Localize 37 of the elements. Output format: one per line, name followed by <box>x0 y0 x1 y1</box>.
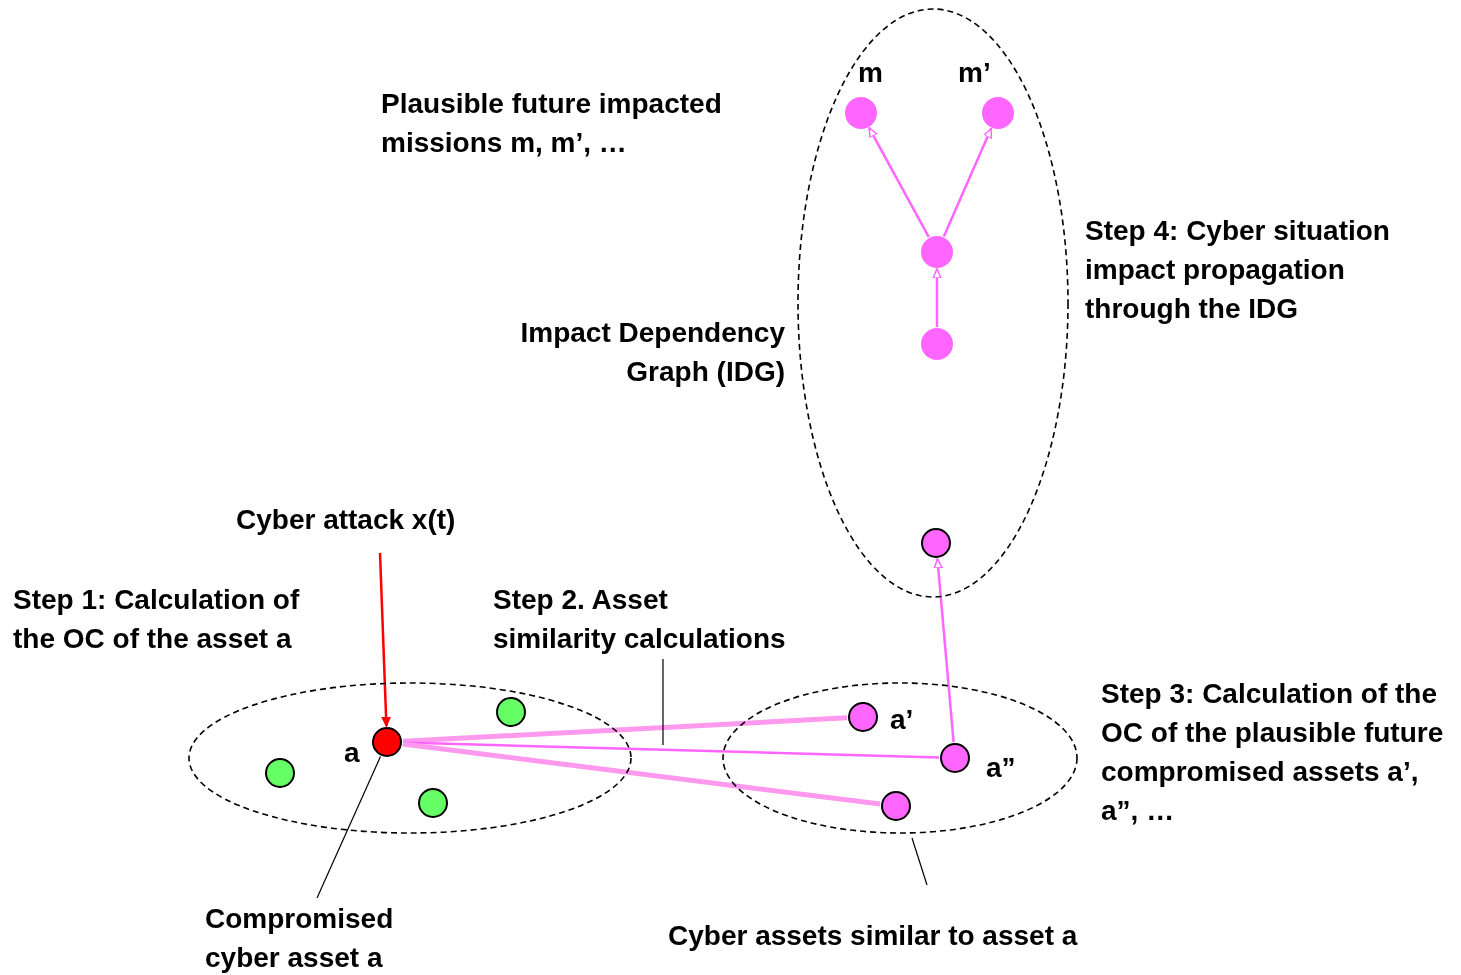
node-circle <box>921 328 953 360</box>
node-label: m <box>858 56 883 90</box>
node-circle <box>372 727 402 757</box>
arrow <box>868 127 930 238</box>
arrow <box>378 552 391 727</box>
step-note: Step 1: Calculation of the OC of the asset a <box>13 583 301 656</box>
connector-line <box>402 715 848 744</box>
node-circle <box>496 697 526 727</box>
node-circle <box>921 528 951 558</box>
connector-line <box>402 741 940 759</box>
node-circle <box>982 97 1014 129</box>
leader-line <box>316 756 382 899</box>
node-circle <box>921 236 953 268</box>
node-circle <box>265 758 295 788</box>
node-label: m’ <box>958 56 991 90</box>
annotation-text: Compromised cyber asset a <box>205 899 435 975</box>
node-label: a’ <box>890 703 914 737</box>
connector-line <box>402 741 881 807</box>
leader-line <box>911 837 928 886</box>
arrow <box>933 558 955 743</box>
arrow <box>942 127 993 237</box>
node-circle <box>940 743 970 773</box>
graph-title: Impact Dependency Graph (IDG) <box>519 316 785 389</box>
leader-line <box>662 658 664 746</box>
annotation-text: Cyber attack x(t) <box>236 500 496 539</box>
node-circle <box>845 97 877 129</box>
annotation-text: Cyber assets similar to asset a <box>668 916 1148 955</box>
node-label: a” <box>986 751 1016 785</box>
step-note: Plausible future impacted missions m, m’, … <box>381 87 723 160</box>
node-circle <box>848 702 878 732</box>
arrow <box>932 268 942 327</box>
node-circle <box>881 791 911 821</box>
annotation-text: Step 2. Asset similarity calculations <box>493 580 793 658</box>
step-note: Step 3: Calculation of the OC of the plausible future compromised assets a’, a”, … <box>1101 677 1445 828</box>
node-circle <box>418 788 448 818</box>
node-label: a <box>344 736 360 770</box>
step-note: Step 4: Cyber situation impact propagation through the IDG <box>1085 214 1391 326</box>
